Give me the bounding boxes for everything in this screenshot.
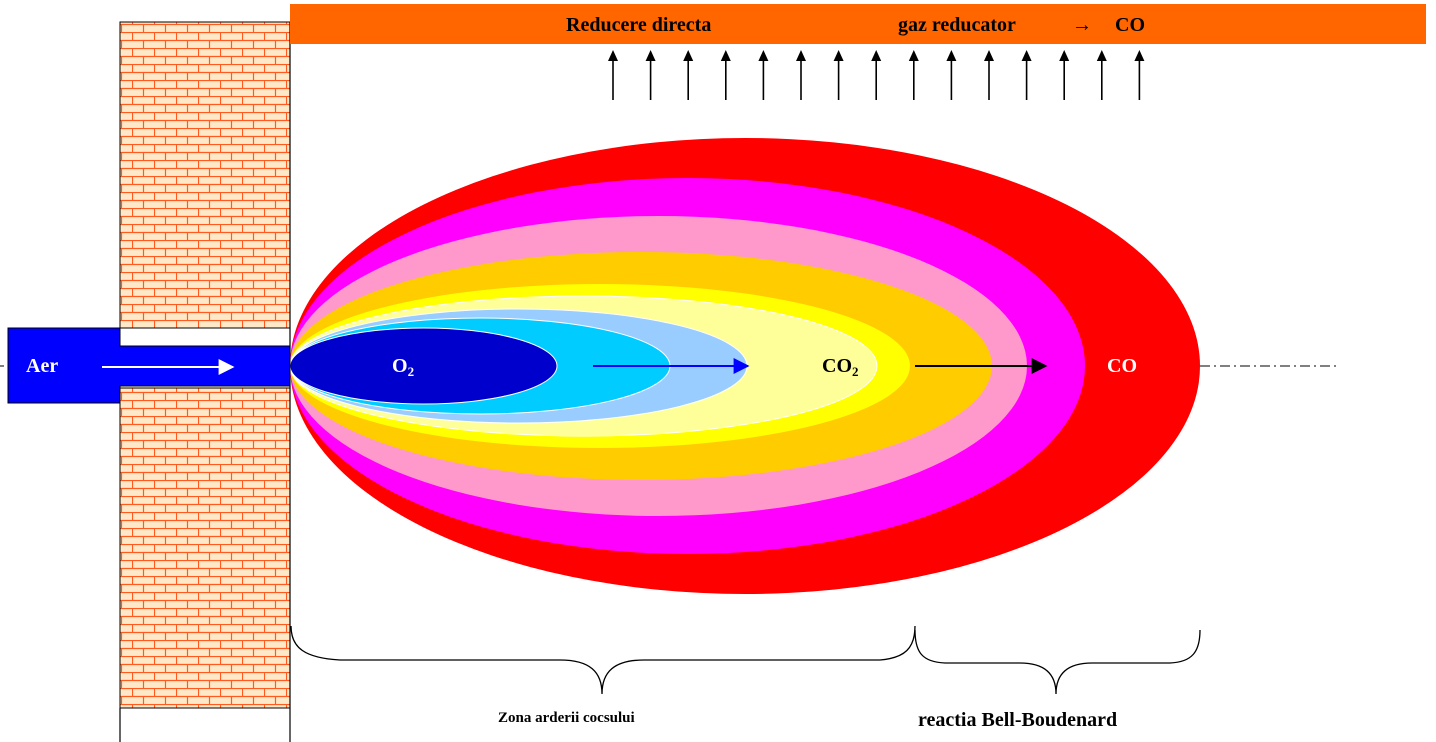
top-bar-label-left: Reducere directa [566, 14, 711, 36]
upward-arrow-head [683, 50, 694, 61]
upward-arrow-head [720, 50, 731, 61]
flame-zones [289, 138, 1200, 594]
upward-arrow-head [1134, 50, 1145, 61]
upward-arrow-head [946, 50, 957, 61]
top-bar-label-right: gaz reducator [898, 14, 1016, 36]
upward-arrow-head [833, 50, 844, 61]
furnace-wall [119, 21, 291, 742]
upward-arrow-head [608, 50, 618, 61]
upward-arrow-head [758, 50, 769, 61]
upward-arrow-head [645, 50, 656, 61]
label-zona-arderii: Zona arderii cocsului [498, 710, 635, 726]
label-o2: O2 [392, 355, 414, 379]
upward-arrow-head [796, 50, 806, 61]
top-bar: Reducere directa gaz reducator → CO [290, 4, 1426, 44]
brace-right [914, 629, 1201, 695]
label-co: CO [1107, 355, 1137, 377]
top-bar-label-product: CO [1115, 14, 1145, 36]
label-co2: CO2 [822, 355, 859, 379]
upward-arrow-head [1021, 50, 1032, 61]
upward-arrows [608, 50, 1145, 100]
label-bell-boudenard: reactia Bell-Boudenard [918, 709, 1117, 731]
upward-arrow-head [871, 50, 882, 61]
upward-arrow-head [1059, 50, 1070, 61]
upward-arrow-head [984, 50, 994, 61]
tuyere: Aer [7, 327, 291, 404]
flame-zone-core [289, 327, 558, 405]
brace-left [290, 625, 916, 695]
upward-arrow-head [908, 50, 919, 61]
upward-arrow-head [1096, 50, 1107, 61]
tuyere-label: Aer [26, 355, 58, 377]
top-bar-arrow-glyph: → [1072, 14, 1092, 36]
wall-lower-bricks [119, 387, 291, 709]
top-bar-background [290, 4, 1426, 44]
wall-upper-bricks [119, 21, 291, 329]
tuyere-shape [7, 327, 291, 404]
